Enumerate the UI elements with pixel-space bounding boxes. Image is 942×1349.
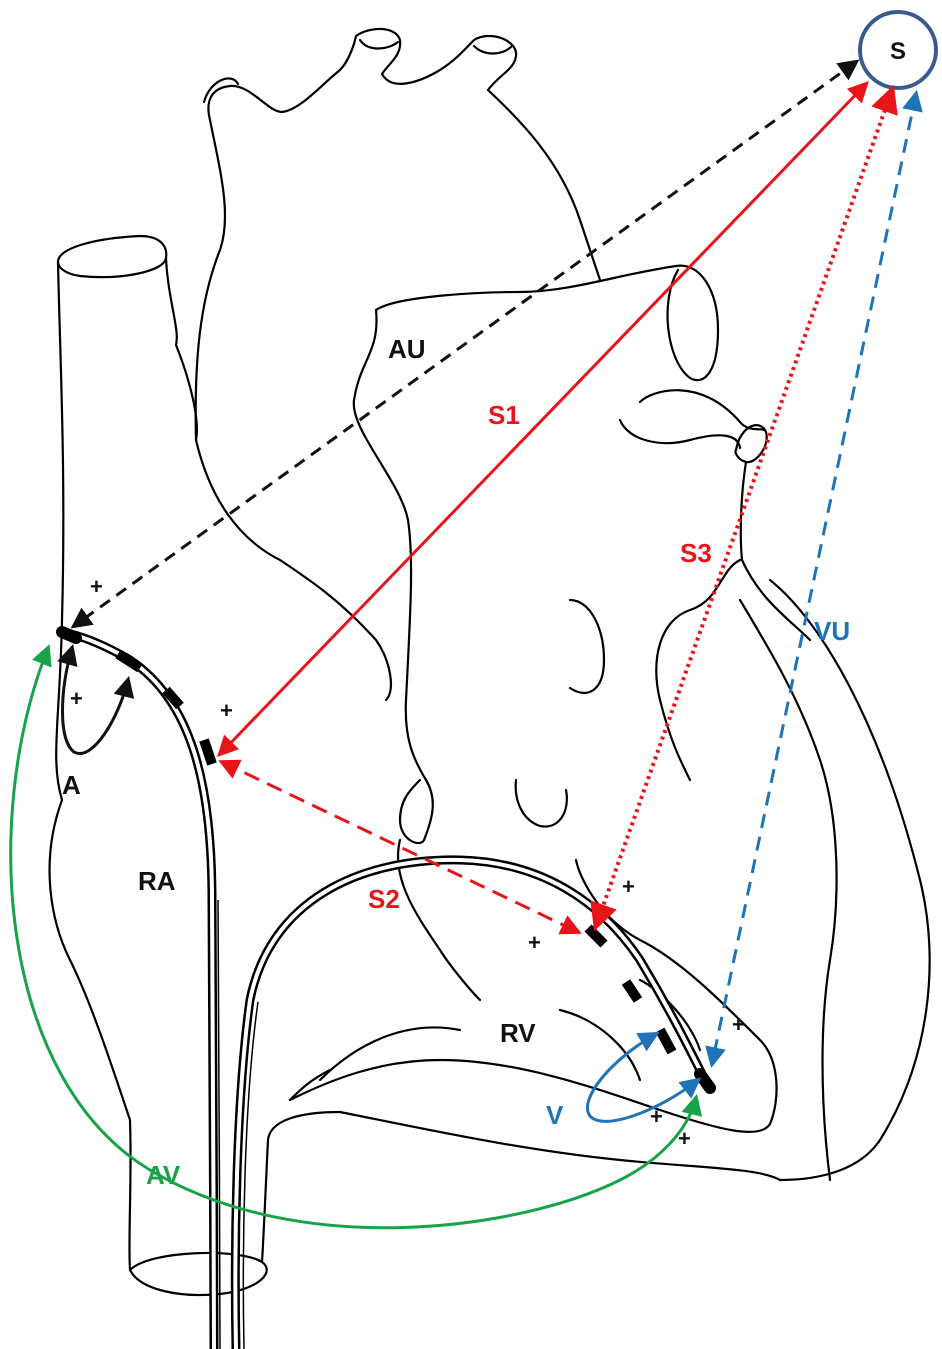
plus-av: + xyxy=(678,1126,691,1151)
vector-s2 xyxy=(222,762,578,932)
plus-ventricular-ring-s3: + xyxy=(622,874,635,899)
plus-ventricular-unipolar: + xyxy=(732,1012,745,1037)
label-right-ventricle: RV xyxy=(500,1018,536,1048)
ventricular-lead xyxy=(235,860,708,1349)
superior-vena-cava xyxy=(58,236,166,277)
pulmonary-trunk xyxy=(376,266,718,381)
ventricular-bipolar-loop xyxy=(587,1034,698,1121)
atrial-ring-electrode-3 xyxy=(204,740,212,764)
ventricular-tip-electrode xyxy=(700,1074,710,1088)
aortic-arch xyxy=(196,29,600,440)
atrial-tip-electrode xyxy=(62,632,76,638)
atrial-ring-electrode-1 xyxy=(118,654,140,668)
label-ventricular: V xyxy=(546,1100,564,1130)
plus-atrial-bipolar: + xyxy=(70,686,83,711)
ventricular-ring-electrode-1 xyxy=(588,928,604,944)
label-atrial: A xyxy=(62,770,81,800)
label-s3: S3 xyxy=(680,538,712,568)
stimulator-label: S xyxy=(890,38,906,65)
vector-atrial-unipolar xyxy=(74,62,856,626)
pacing-leads xyxy=(62,632,710,1349)
inferior-vena-cava xyxy=(130,1253,267,1295)
vector-s1 xyxy=(220,84,866,754)
vector-vu xyxy=(712,94,916,1064)
label-s2: S2 xyxy=(368,884,400,914)
ventricular-ring-electrode-3 xyxy=(660,1030,672,1052)
label-s1: S1 xyxy=(488,400,520,430)
vector-s3 xyxy=(596,90,892,926)
plus-ventricular-bipolar: + xyxy=(650,1104,663,1129)
label-av: AV xyxy=(146,1160,181,1190)
plus-ventricular-ring-s2: + xyxy=(528,930,541,955)
plus-atrial-unipolar: + xyxy=(90,574,103,599)
label-aorta: AU xyxy=(388,334,426,364)
label-vu: VU xyxy=(814,616,850,646)
label-right-atrium: RA xyxy=(138,866,176,896)
plus-atrial-ring: + xyxy=(220,698,233,723)
ventricular-ring-electrode-2 xyxy=(626,982,638,1000)
